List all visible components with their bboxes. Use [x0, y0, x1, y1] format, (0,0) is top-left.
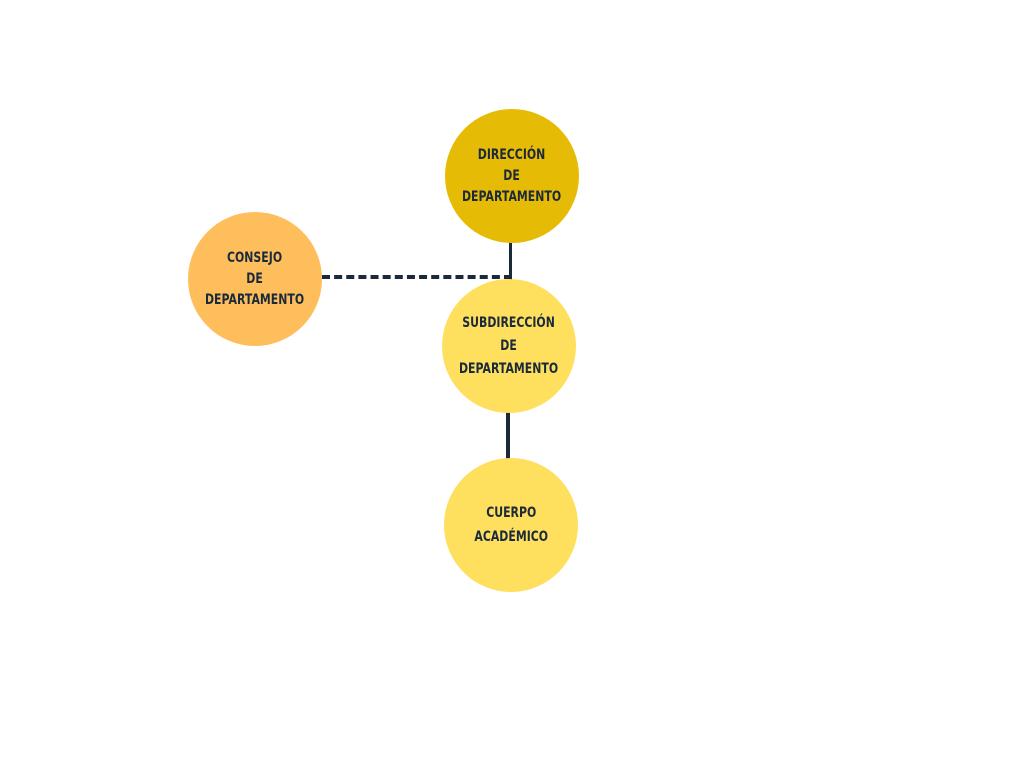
connector-subdireccion-cuerpo — [506, 408, 510, 460]
node-label: DIRECCIÓN DE DEPARTAMENTO — [462, 145, 561, 208]
node-label-line: SUBDIRECCIÓN — [462, 314, 556, 331]
node-label-line: CUERPO — [485, 505, 537, 521]
node-label: CONSEJO DE DEPARTAMENTO — [205, 248, 304, 311]
node-label-line: DIRECCIÓN — [478, 146, 546, 163]
node-label: SUBDIRECCIÓN DE DEPARTAMENTO — [459, 312, 558, 381]
connector-direccion-subdireccion — [509, 240, 512, 282]
connector-consejo-dashed — [322, 275, 512, 279]
node-subdireccion-de-departamento[interactable]: SUBDIRECCIÓN DE DEPARTAMENTO — [442, 279, 576, 413]
node-cuerpo-academico[interactable]: CUERPO ACADÉMICO — [444, 458, 578, 592]
node-label-line: DEPARTAMENTO — [459, 360, 559, 377]
node-consejo-de-departamento[interactable]: CONSEJO DE DEPARTAMENTO — [188, 212, 322, 346]
node-label-line: DE — [500, 337, 518, 354]
node-label-line: CONSEJO — [227, 249, 283, 266]
node-label: CUERPO ACADÉMICO — [474, 501, 548, 549]
node-label-line: ACADÉMICO — [474, 529, 548, 545]
node-direccion-de-departamento[interactable]: DIRECCIÓN DE DEPARTAMENTO — [445, 109, 579, 243]
node-label-line: DE — [503, 167, 521, 184]
node-label-line: DEPARTAMENTO — [462, 188, 562, 205]
node-label-line: DEPARTAMENTO — [205, 291, 305, 308]
node-label-line: DE — [246, 270, 264, 287]
